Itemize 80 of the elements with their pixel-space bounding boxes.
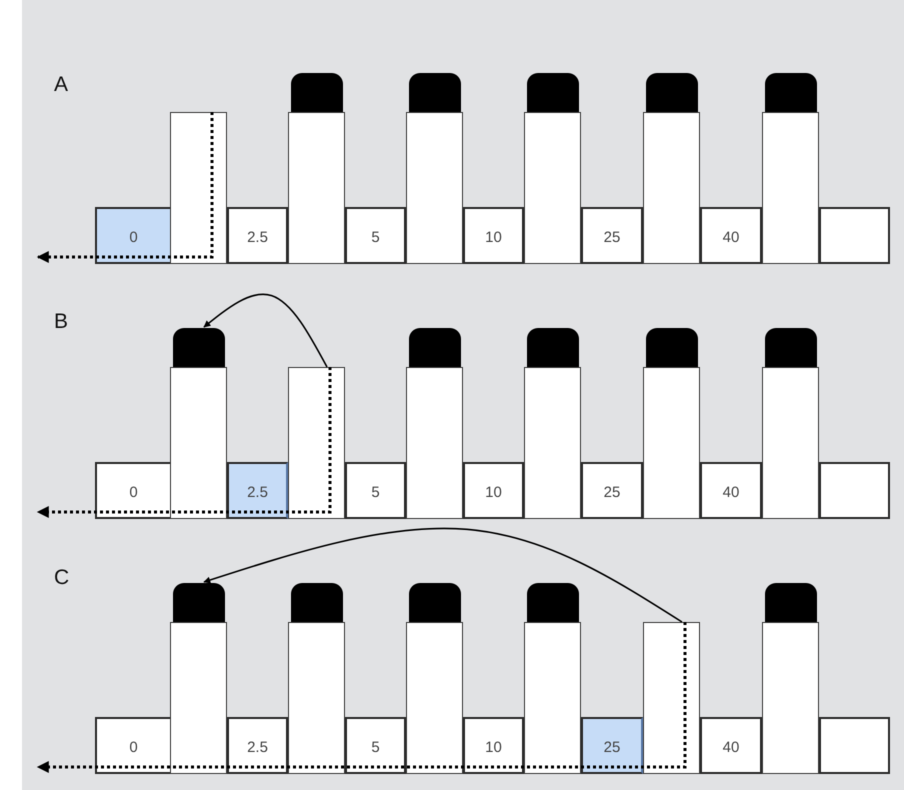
cell-value: 5 <box>371 229 380 246</box>
column-bar <box>406 622 463 774</box>
scale-cell <box>227 207 288 264</box>
cap-block <box>291 583 343 622</box>
scale-cell <box>700 717 762 774</box>
cap-block <box>291 73 343 112</box>
scale-cell <box>227 462 288 519</box>
cell-value: 5 <box>371 484 380 501</box>
column-bar <box>762 112 819 264</box>
cap-block <box>646 73 698 112</box>
column-bar <box>762 367 819 519</box>
column-bar <box>643 112 700 264</box>
column-bar <box>524 367 581 519</box>
cell-value: 2.5 <box>247 484 268 501</box>
panel-label: A <box>54 73 68 97</box>
column-bar <box>762 622 819 774</box>
column-bar <box>288 112 345 264</box>
cap-block <box>765 583 817 622</box>
column-bar <box>288 367 345 519</box>
cell-value: 0 <box>129 484 138 501</box>
cap-block <box>409 328 461 367</box>
cell-value: 10 <box>485 484 502 501</box>
cell-value: 2.5 <box>247 229 268 246</box>
scale-cell <box>95 207 172 264</box>
column-bar <box>170 367 227 519</box>
column-bar <box>170 622 227 774</box>
cap-block <box>527 73 579 112</box>
curved-arrow <box>203 528 682 623</box>
cap-block <box>173 583 225 622</box>
scale-cell <box>227 717 288 774</box>
cell-value: 25 <box>604 739 620 756</box>
dotted-arrow <box>36 112 214 263</box>
column-bar <box>288 622 345 774</box>
cap-block <box>527 328 579 367</box>
column-bar <box>524 112 581 264</box>
panel-label: C <box>54 566 70 590</box>
scale-cell <box>345 717 406 774</box>
cell-value: 0 <box>129 739 138 756</box>
dotted-arrow <box>36 622 686 773</box>
cell-value: 25 <box>604 229 620 246</box>
cell-value: 0 <box>129 229 138 246</box>
cell-value: 10 <box>485 739 502 756</box>
cell-value: 10 <box>485 229 502 246</box>
cap-block <box>646 328 698 367</box>
curved-arrow <box>203 294 328 368</box>
scale-cell <box>463 717 524 774</box>
cap-block <box>765 328 817 367</box>
cap-block <box>527 583 579 622</box>
column-bar <box>643 622 700 774</box>
dotted-arrow <box>36 367 332 518</box>
cell-value: 25 <box>604 484 620 501</box>
scale-cell <box>819 207 890 264</box>
cap-block <box>765 73 817 112</box>
cap-block <box>409 73 461 112</box>
scale-cell <box>463 462 524 519</box>
panel-label: B <box>54 310 68 334</box>
scale-cell <box>463 207 524 264</box>
cap-block <box>173 328 225 367</box>
cell-value: 40 <box>722 739 740 756</box>
scale-cell <box>581 462 643 519</box>
scale-cell <box>700 207 762 264</box>
scale-cell <box>819 717 890 774</box>
cell-value: 40 <box>722 229 740 246</box>
cap-block <box>409 583 461 622</box>
column-bar <box>406 367 463 519</box>
scale-cell <box>95 717 172 774</box>
scale-cell <box>581 717 643 774</box>
scale-cell <box>819 462 890 519</box>
cell-value: 2.5 <box>247 739 268 756</box>
column-bar <box>524 622 581 774</box>
scale-cell <box>95 462 172 519</box>
column-bar <box>170 112 227 264</box>
scale-cell <box>345 462 406 519</box>
column-bar <box>643 367 700 519</box>
cell-value: 40 <box>722 484 740 501</box>
scale-cell <box>581 207 643 264</box>
cell-value: 5 <box>371 739 380 756</box>
scale-cell <box>700 462 762 519</box>
scale-cell <box>345 207 406 264</box>
column-bar <box>406 112 463 264</box>
